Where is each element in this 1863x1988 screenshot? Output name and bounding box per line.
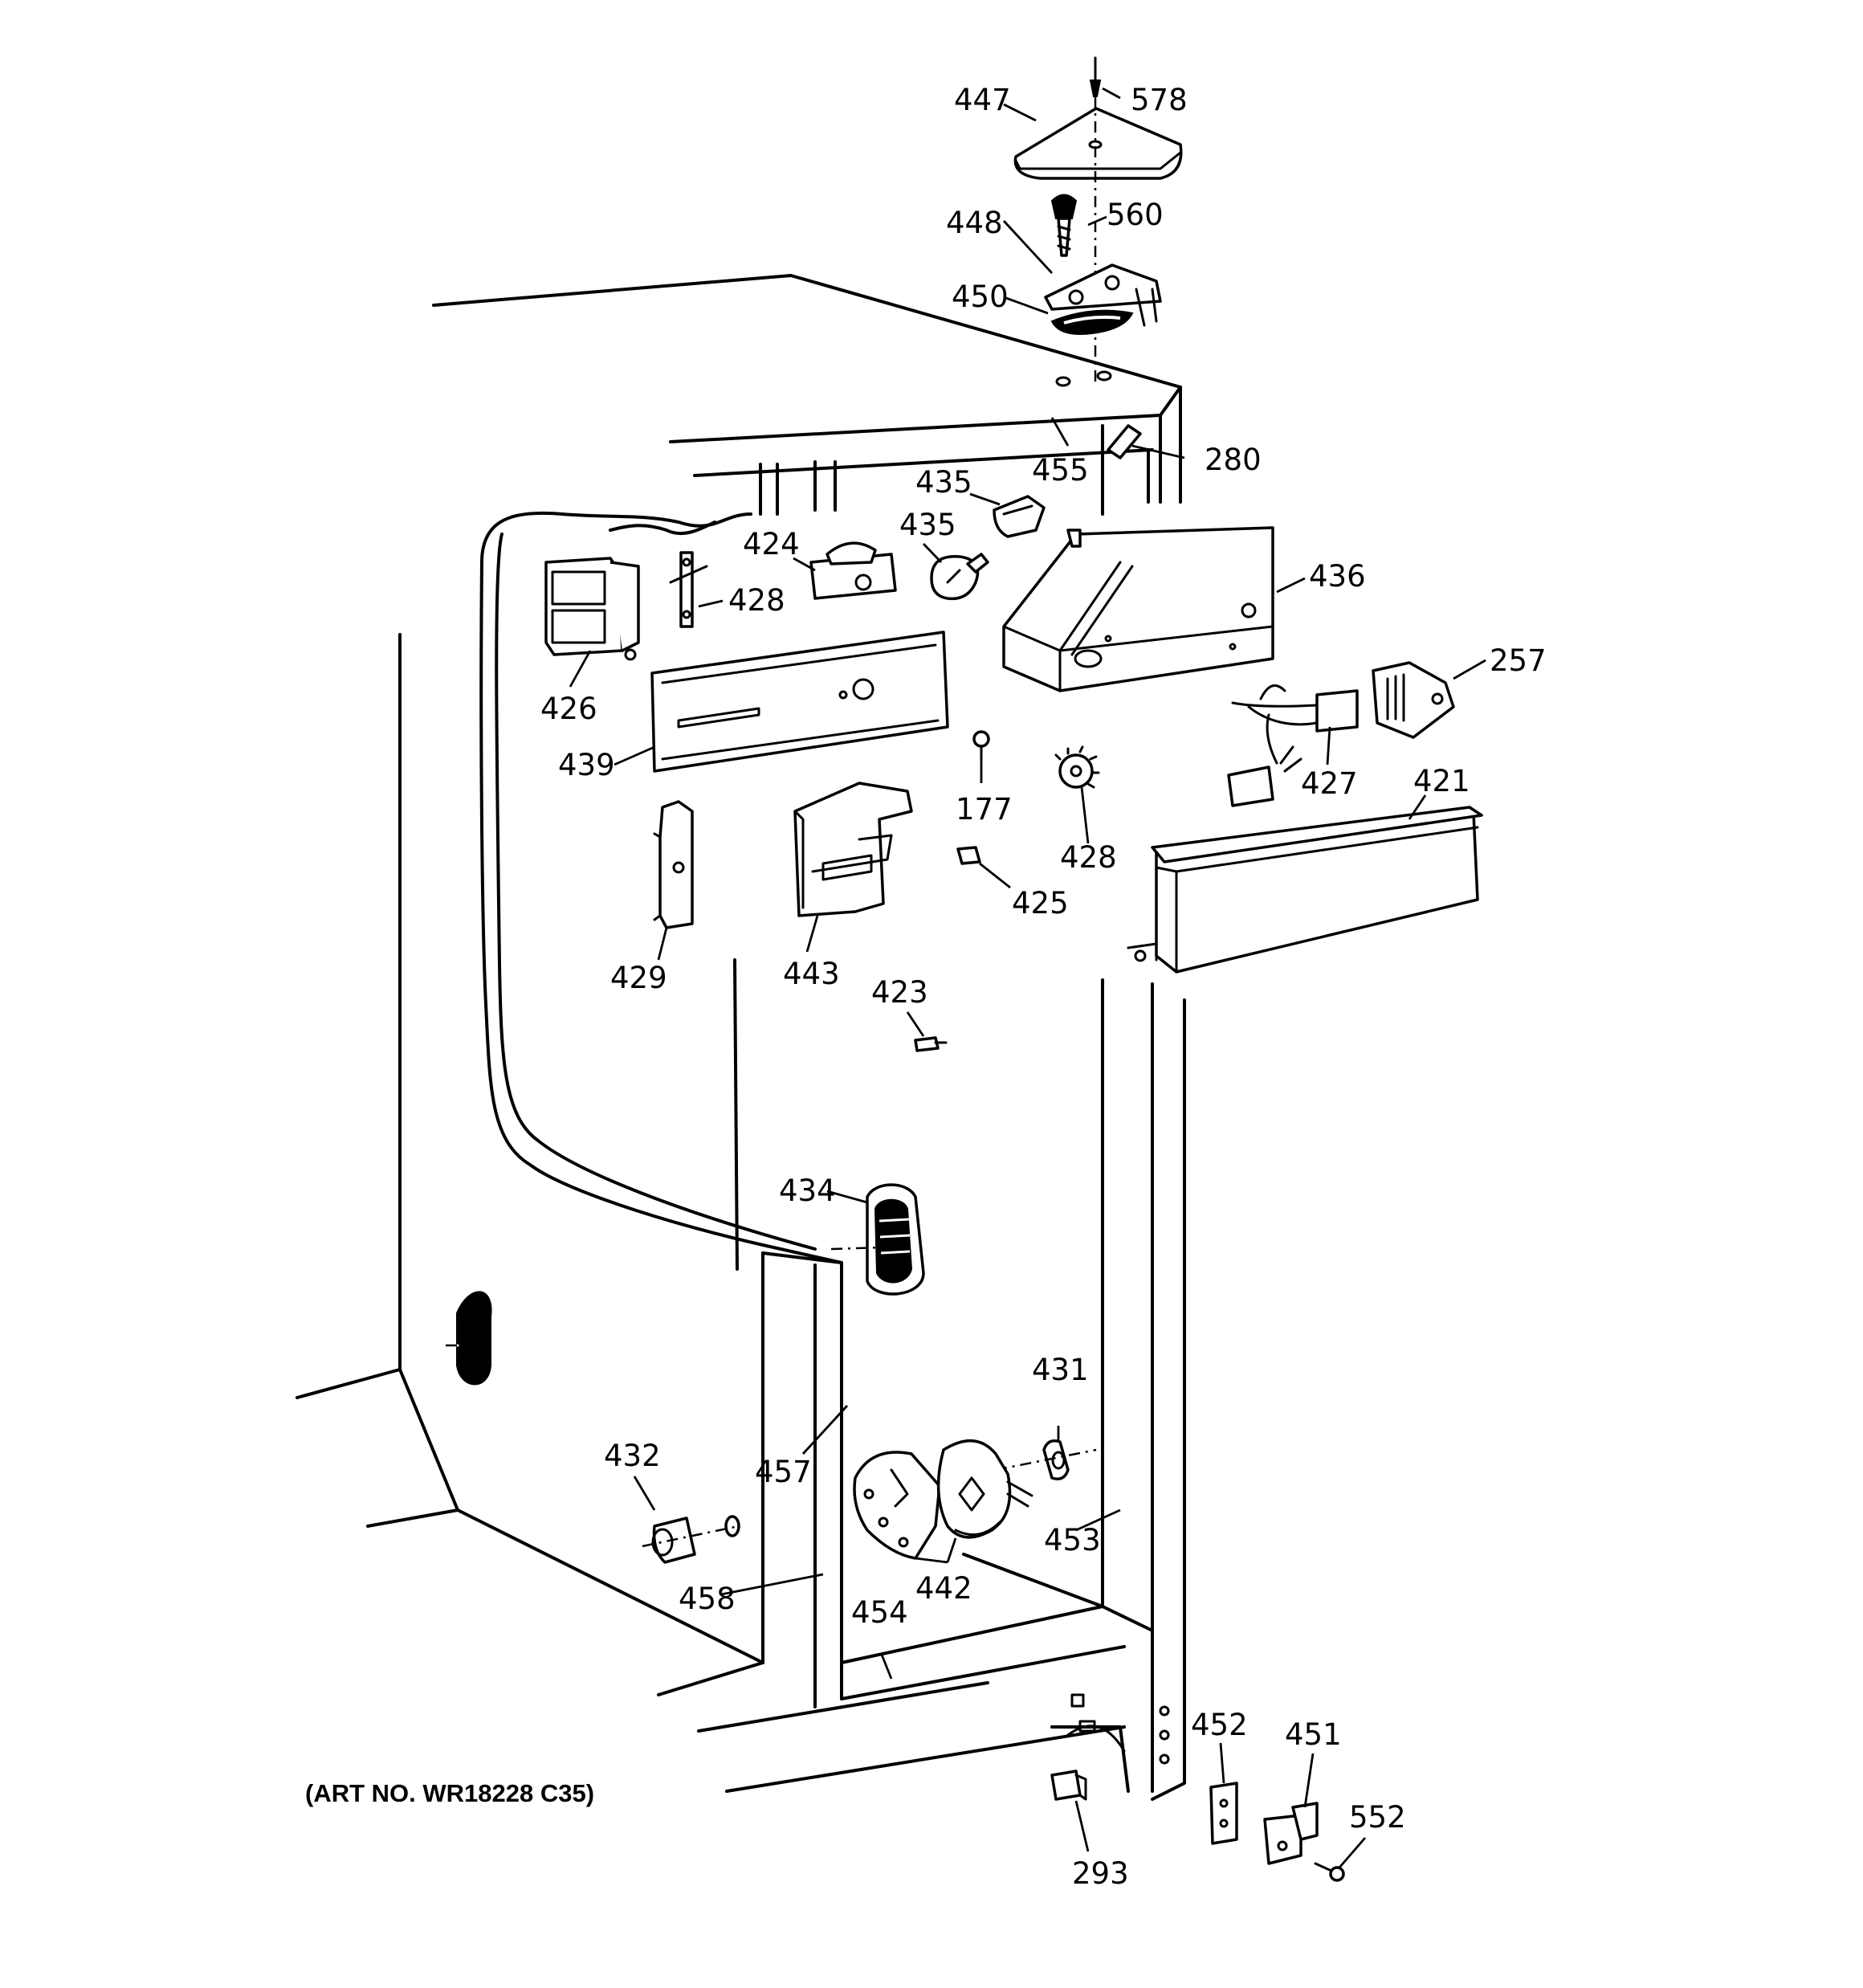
part-423-pin	[914, 1036, 948, 1052]
callout-428-upper: 428	[728, 583, 785, 618]
callout-435-shield: 435	[915, 465, 972, 500]
part-280	[1107, 424, 1142, 459]
callout-454: 454	[851, 1595, 908, 1630]
callout-455: 455	[1032, 453, 1089, 488]
callout-578: 578	[1131, 83, 1188, 117]
part-424-switch	[809, 541, 897, 600]
side-vent	[444, 1291, 492, 1386]
part-431-nut	[995, 1439, 1097, 1480]
part-560-bolt	[1050, 194, 1078, 257]
part-448-hinge	[1044, 263, 1162, 327]
callout-452: 452	[1191, 1708, 1248, 1742]
part-293-clip	[1050, 1770, 1087, 1801]
part-177-screw	[972, 730, 990, 761]
callout-293: 293	[1072, 1856, 1129, 1891]
part-436-housing	[1002, 526, 1274, 692]
leader-lines	[569, 87, 1486, 1868]
callout-421: 421	[1413, 764, 1470, 798]
part-447-hinge-cover	[1013, 107, 1183, 180]
callout-451: 451	[1285, 1717, 1342, 1752]
part-578-screw	[1089, 56, 1102, 97]
callout-428-gear: 428	[1060, 840, 1117, 875]
cabinet-outline	[296, 274, 1186, 1801]
part-432-bushing	[642, 1515, 740, 1564]
callout-434: 434	[779, 1174, 836, 1208]
part-428-bracket-upper	[669, 551, 708, 628]
part-429-bracket	[653, 800, 694, 929]
callout-280: 280	[1205, 443, 1262, 477]
callout-427: 427	[1301, 766, 1358, 801]
callout-177: 177	[956, 792, 1013, 827]
callout-453: 453	[1044, 1523, 1101, 1557]
part-434-grille	[830, 1183, 925, 1296]
part-442-damper	[853, 1439, 1033, 1560]
callout-424: 424	[743, 527, 800, 561]
part-435-bulb	[930, 553, 989, 601]
part-435-shield	[993, 495, 1046, 538]
callout-458: 458	[679, 1582, 736, 1616]
callout-436: 436	[1309, 559, 1366, 594]
callout-429: 429	[610, 961, 667, 995]
callout-457: 457	[755, 1455, 812, 1489]
part-443-plate	[793, 782, 913, 917]
part-421-channel	[1127, 806, 1483, 974]
callout-431: 431	[1032, 1353, 1089, 1387]
part-439-rail	[650, 631, 949, 773]
callout-435-bulb: 435	[899, 508, 956, 542]
callout-447: 447	[954, 83, 1011, 117]
part-450-shim	[1050, 309, 1134, 335]
callout-432: 432	[604, 1439, 661, 1473]
callout-423: 423	[871, 975, 928, 1010]
callout-425: 425	[1012, 886, 1069, 921]
part-427-relay	[1227, 684, 1359, 807]
part-426-control-housing	[544, 557, 640, 661]
callout-426: 426	[540, 692, 597, 726]
callout-450: 450	[952, 280, 1009, 314]
callout-439: 439	[558, 748, 615, 782]
part-428-gear	[1054, 745, 1100, 789]
callout-448: 448	[946, 206, 1003, 240]
callout-552: 552	[1349, 1800, 1406, 1835]
part-257-timer	[1372, 661, 1455, 739]
callout-560: 560	[1107, 198, 1164, 232]
callout-443: 443	[783, 957, 840, 991]
part-425-block	[956, 846, 981, 865]
part-552-screw	[1314, 1862, 1345, 1882]
part-451-hinge	[1263, 1802, 1319, 1865]
part-452-shim	[1209, 1782, 1238, 1845]
callout-442: 442	[915, 1571, 972, 1606]
callout-labels: 578 447 560 448 450 455 280 435 435 424 …	[540, 83, 1547, 1891]
art-number: (ART NO. WR18228 C35)	[305, 1779, 594, 1807]
callout-257: 257	[1490, 643, 1547, 678]
